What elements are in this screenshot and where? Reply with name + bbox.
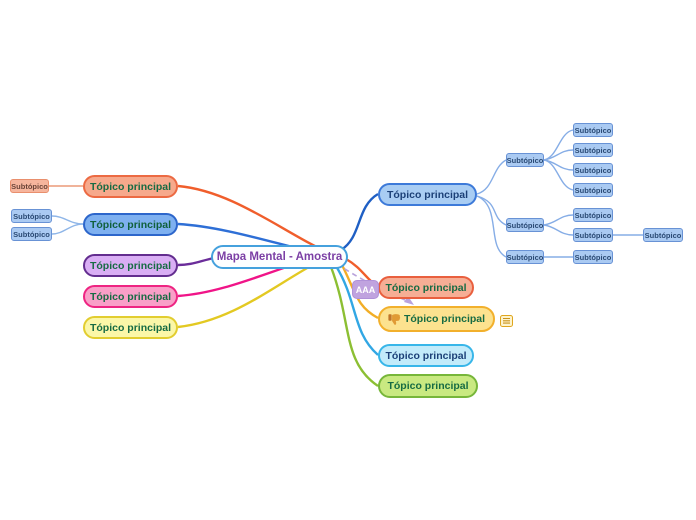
subtopic-node[interactable]: Subtópico [573, 208, 613, 222]
topic-label: Tópico principal [386, 188, 469, 201]
topic-label: Tópico principal [89, 180, 172, 193]
topic-label: Tópico principal [387, 380, 469, 392]
subtopic-label: Subtópico [506, 220, 544, 230]
subtopic-label: Subtópico [574, 145, 612, 155]
connector-label[interactable]: AAA [352, 280, 379, 299]
right-topic-orange[interactable]: Tópico principal [378, 276, 474, 299]
subtopic-node[interactable]: Subtópico [506, 153, 544, 167]
left-topic-blue[interactable]: Tópico principal [83, 213, 178, 236]
right-topic-yellow[interactable]: Tópico principal [378, 306, 495, 332]
topic-label: Tópico principal [89, 290, 172, 303]
topic-label: Tópico principal [89, 321, 172, 334]
left-topic-orange[interactable]: Tópico principal [83, 175, 178, 198]
subtopic-label: Subtópico [13, 229, 50, 239]
subtopic-label: Subtópico [11, 181, 48, 191]
topic-label: Tópico principal [89, 259, 172, 272]
topic-label: Tópico principal [89, 218, 172, 231]
subtopic-label: Subtópico [574, 185, 612, 195]
notes-icon[interactable] [500, 315, 513, 327]
left-topic-purple[interactable]: Tópico principal [83, 254, 178, 277]
subtopic-node[interactable]: Subtópico [573, 228, 613, 242]
subtopic-label: Subtópico [574, 210, 612, 220]
subtopic-node[interactable]: Subtópico [506, 250, 544, 264]
topic-label: Tópico principal [385, 281, 467, 294]
left-topic-pink[interactable]: Tópico principal [83, 285, 178, 308]
subtopic-label: Subtópico [574, 165, 612, 175]
subtopic-label: Subtópico [506, 252, 544, 262]
subtopic-node[interactable]: Subtópico [573, 143, 613, 157]
subtopic-node[interactable]: Subtópico [506, 218, 544, 232]
right-topic-blue[interactable]: Tópico principal [378, 183, 477, 206]
subtopic-label: Subtópico [574, 230, 612, 240]
connector-label-text: AAA [355, 284, 376, 295]
subtopic-node[interactable]: Subtópico [11, 209, 52, 223]
subtopic-label: Subtópico [506, 155, 544, 165]
topic-label: Tópico principal [403, 313, 486, 325]
subtopic-node[interactable]: Subtópico [643, 228, 683, 242]
right-topic-cyan[interactable]: Tópico principal [378, 344, 474, 367]
subtopic-node[interactable]: Subtópico [573, 123, 613, 137]
subtopic-label: Subtópico [574, 125, 612, 135]
right-topic-green[interactable]: Tópico principal [378, 374, 478, 398]
subtopic-node[interactable]: Subtópico [573, 183, 613, 197]
root-topic-label: Mapa Mental - Amostra [216, 251, 343, 263]
thumbs-down-icon [388, 313, 401, 326]
subtopic-label: Subtópico [644, 230, 682, 240]
subtopic-node[interactable]: Subtópico [573, 163, 613, 177]
root-topic[interactable]: Mapa Mental - Amostra [211, 245, 348, 269]
subtopic-node[interactable]: Subtópico [10, 179, 49, 193]
subtopic-label: Subtópico [574, 252, 612, 262]
subtopic-label: Subtópico [13, 211, 50, 221]
topic-label: Tópico principal [385, 349, 467, 362]
subtopic-node[interactable]: Subtópico [573, 250, 613, 264]
left-topic-yellow[interactable]: Tópico principal [83, 316, 178, 339]
subtopic-node[interactable]: Subtópico [11, 227, 52, 241]
